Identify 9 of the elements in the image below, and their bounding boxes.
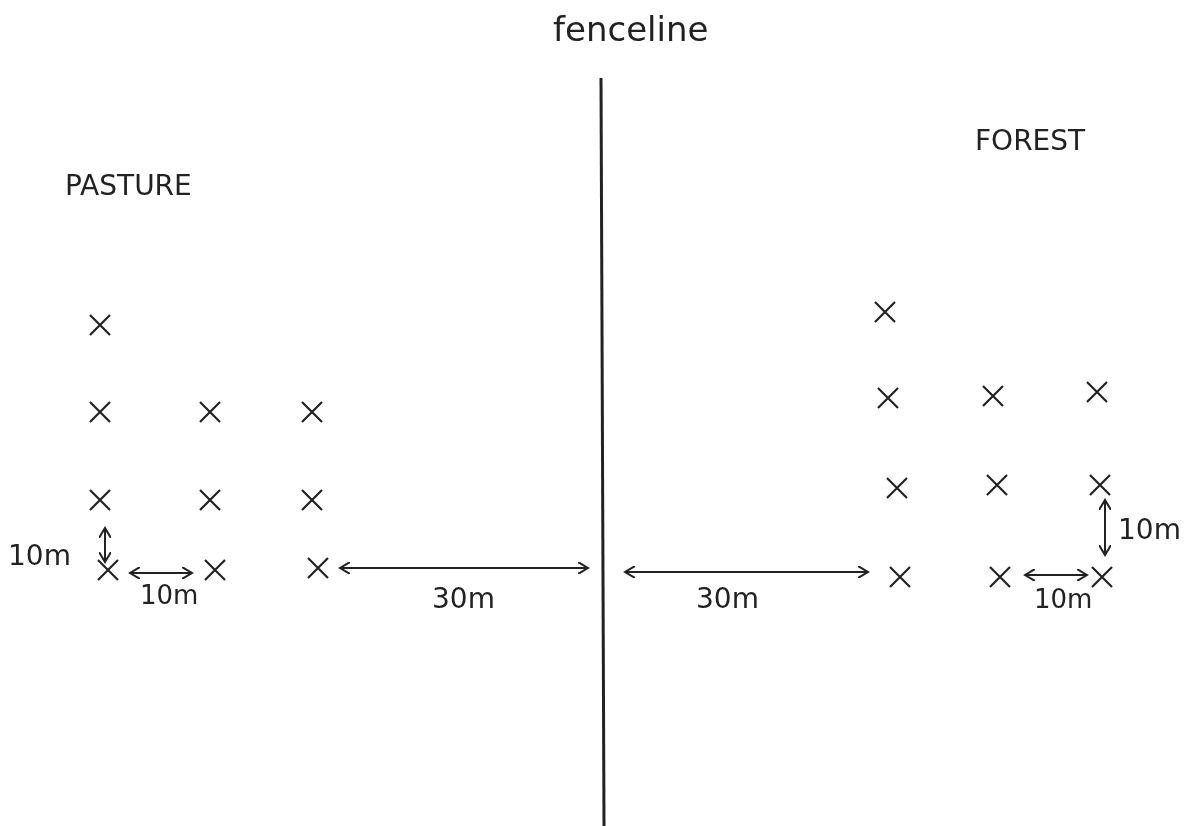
area-label: PASTURE — [65, 172, 192, 200]
distance-label: 10m — [1118, 516, 1181, 544]
line-label: fenceline — [553, 12, 709, 46]
distance-label: 30m — [696, 585, 759, 613]
area-label: FOREST — [975, 127, 1086, 155]
distance-label: 10m — [1034, 586, 1093, 612]
distance-label: 30m — [432, 585, 495, 613]
distance-label: 10m — [8, 542, 71, 570]
distance-label: 10m — [140, 582, 199, 608]
